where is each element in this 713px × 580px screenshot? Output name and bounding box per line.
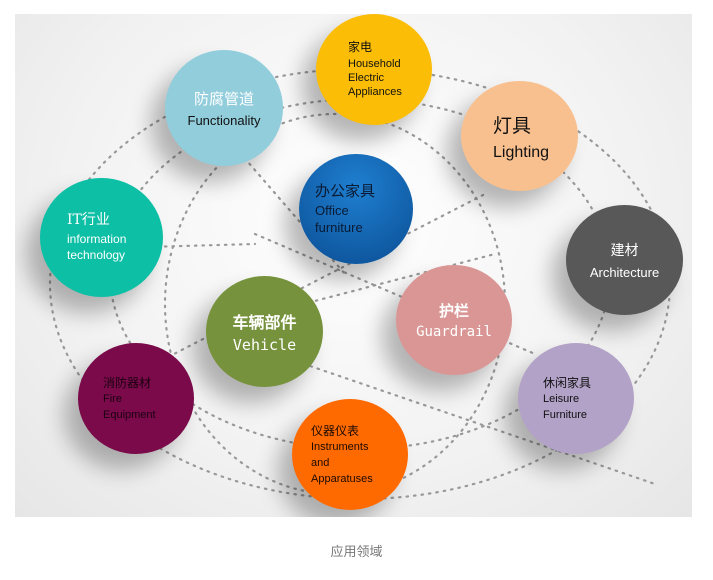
image-caption: 应用领域	[330, 544, 383, 559]
household-cn: 家电	[348, 40, 373, 54]
circle-it-industry: IT行业 information technology	[40, 178, 163, 297]
architecture-en: Architecture	[589, 265, 660, 280]
guardrail-en: Guardrail	[416, 324, 492, 340]
instruments-en-1: Instruments	[311, 440, 369, 453]
household-en-2: Electric	[348, 72, 385, 84]
it-en-1: information	[67, 232, 127, 246]
architecture-cn: 建材	[610, 243, 639, 259]
vehicle-en: Vehicle	[232, 336, 297, 354]
circle-guardrail: 护栏 Guardrail	[396, 265, 512, 375]
circle-architecture: 建材 Architecture	[566, 205, 683, 315]
household-en-3: Appliances	[348, 86, 402, 98]
instruments-en-2: and	[311, 456, 330, 469]
it-cn: IT行业	[67, 212, 110, 228]
instruments-en-3: Apparatuses	[311, 472, 373, 485]
office-cn: 办公家具	[315, 181, 376, 200]
office-en-1: Office	[315, 202, 349, 218]
instruments-cn: 仪器仪表	[311, 423, 360, 438]
fire-en-2: Equipment	[103, 408, 156, 421]
household-en-1: Household	[348, 58, 401, 70]
office-en-2: furniture	[315, 219, 363, 235]
circle-leisure-furniture: 休闲家具 Leisure Furniture	[518, 343, 634, 454]
leisure-cn: 休闲家具	[543, 375, 592, 390]
vehicle-cn: 车辆部件	[232, 313, 297, 332]
functionality-en: Functionality	[187, 113, 261, 128]
circle-instruments: 仪器仪表 Instruments and Apparatuses	[292, 399, 408, 510]
application-fields-diagram: 家电 Household Electric Appliances 防腐管道 Fu…	[15, 14, 692, 517]
fire-cn: 消防器材	[103, 375, 152, 390]
leisure-en-2: Furniture	[543, 408, 588, 421]
guardrail-cn: 护栏	[438, 302, 469, 320]
functionality-cn: 防腐管道	[193, 90, 254, 108]
circle-lighting: 灯具 Lighting	[461, 81, 578, 191]
leisure-en-1: Leisure	[543, 392, 580, 405]
circle-fire-equipment: 消防器材 Fire Equipment	[78, 343, 194, 454]
lighting-cn: 灯具	[493, 114, 532, 137]
lighting-en: Lighting	[493, 143, 550, 161]
circle-functionality: 防腐管道 Functionality	[165, 50, 283, 166]
fire-en-1: Fire	[103, 392, 122, 405]
it-en-2: technology	[67, 248, 126, 262]
circle-household-appliances: 家电 Household Electric Appliances	[316, 14, 432, 125]
circle-vehicle: 车辆部件 Vehicle	[206, 276, 323, 387]
circle-office-furniture: 办公家具 Office furniture	[299, 154, 413, 264]
